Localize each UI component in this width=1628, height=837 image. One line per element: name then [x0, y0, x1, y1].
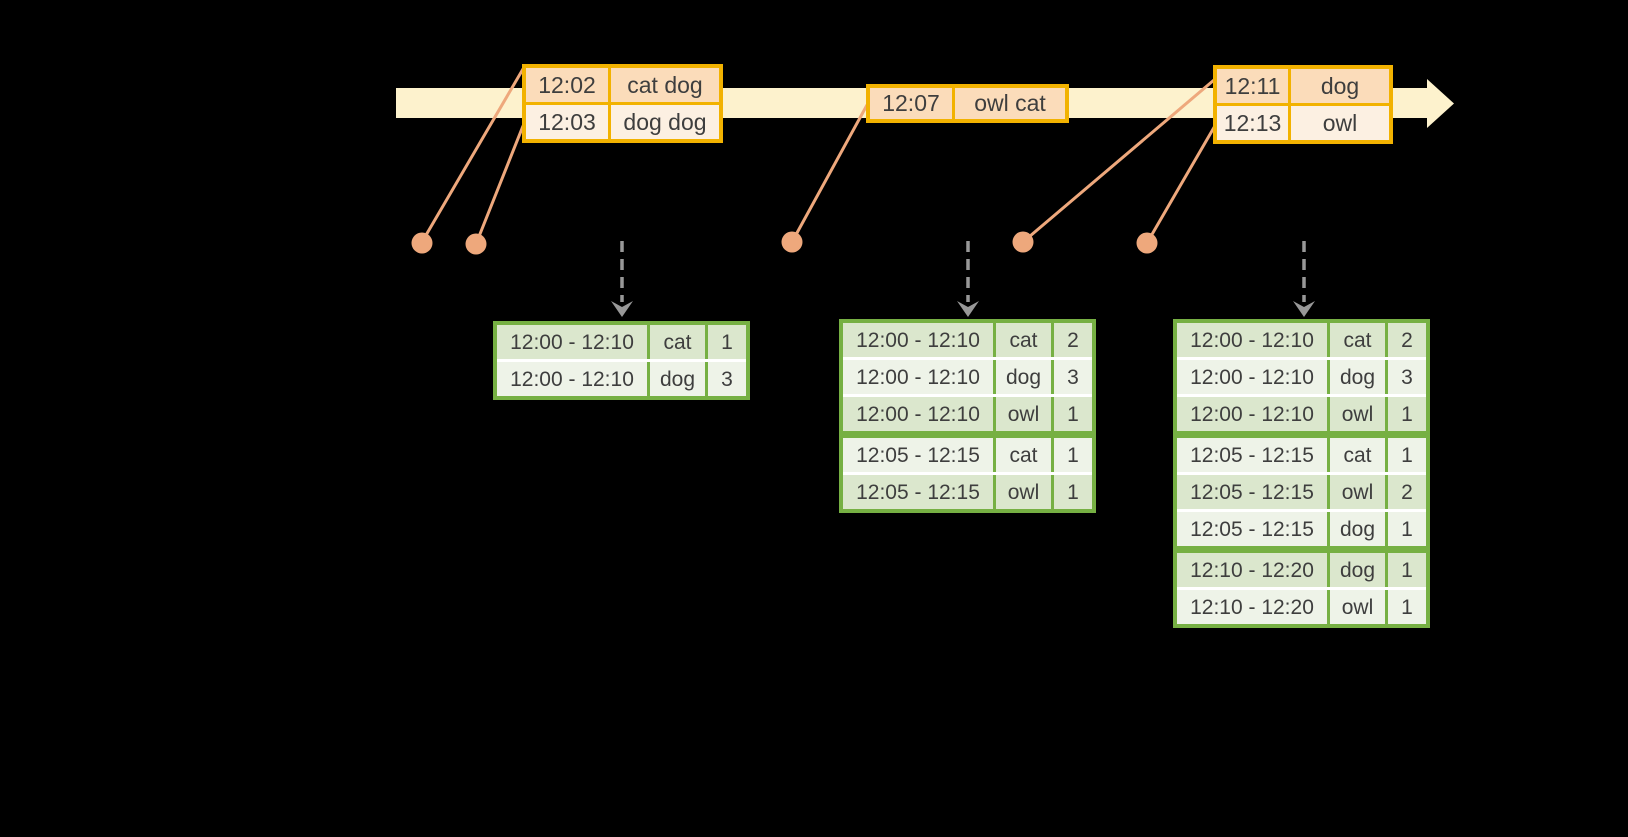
window-cell: 12:00 - 12:10	[1177, 397, 1327, 431]
window-cell: 12:05 - 12:15	[843, 438, 993, 472]
event-words-cell: owl cat	[952, 88, 1065, 119]
result-row: 12:00 - 12:10 cat 1	[497, 325, 746, 359]
word-cell: owl	[1327, 475, 1385, 509]
count-cell: 1	[1385, 438, 1426, 472]
event-words-cell: dog	[1288, 69, 1389, 103]
word-cell: cat	[993, 438, 1051, 472]
result-row: 12:05 - 12:15 cat 1	[1177, 431, 1426, 472]
count-cell: 3	[1385, 360, 1426, 394]
result-row: 12:00 - 12:10 cat 2	[843, 323, 1092, 357]
event-connector-line	[1021, 78, 1216, 244]
count-cell: 1	[1385, 512, 1426, 546]
trigger-arrow-icon	[1293, 241, 1315, 317]
event-words-cell: dog dog	[608, 105, 719, 139]
event-dot	[781, 231, 803, 253]
count-cell: 2	[1051, 323, 1092, 357]
window-cell: 12:00 - 12:10	[843, 397, 993, 431]
window-cell: 12:00 - 12:10	[1177, 323, 1327, 357]
window-cell: 12:10 - 12:20	[1177, 590, 1327, 624]
event-row: 12:03 dog dog	[526, 102, 719, 139]
word-cell: cat	[993, 323, 1051, 357]
result-row: 12:05 - 12:15 cat 1	[843, 431, 1092, 472]
timeline-arrowhead-icon	[1427, 79, 1454, 128]
event-batch-table-1: 12:02 cat dog 12:03 dog dog	[522, 64, 723, 143]
trigger-arrowhead-icon	[1293, 301, 1315, 317]
result-row: 12:00 - 12:10 cat 2	[1177, 323, 1426, 357]
result-row: 12:00 - 12:10 owl 1	[843, 397, 1092, 431]
word-cell: dog	[647, 362, 705, 396]
word-cell: owl	[1327, 590, 1385, 624]
word-cell: dog	[1327, 512, 1385, 546]
event-time-cell: 12:13	[1223, 109, 1282, 136]
trigger-arrowhead-icon	[957, 301, 979, 317]
window-cell: 12:10 - 12:20	[1177, 553, 1327, 587]
result-row: 12:00 - 12:10 owl 1	[1177, 397, 1426, 431]
event-row: 12:11 dog	[1217, 69, 1389, 103]
trigger-arrow-icon	[957, 241, 979, 317]
event-connector-line	[790, 103, 869, 244]
result-row: 12:00 - 12:10 dog 3	[497, 362, 746, 396]
event-dot	[411, 232, 433, 254]
result-row: 12:10 - 12:20 owl 1	[1177, 590, 1426, 624]
result-row: 12:00 - 12:10 dog 3	[843, 360, 1092, 394]
count-cell: 1	[1051, 397, 1092, 431]
count-cell: 3	[1051, 360, 1092, 394]
count-cell: 3	[705, 362, 746, 396]
result-row: 12:10 - 12:20 dog 1	[1177, 546, 1426, 587]
event-time-cell: 12:02	[538, 71, 596, 98]
word-cell: cat	[647, 325, 705, 359]
event-words-cell: owl	[1288, 106, 1389, 140]
result-table-2: 12:00 - 12:10 cat 2 12:00 - 12:10 dog 3 …	[839, 319, 1096, 513]
event-connector-line	[420, 67, 525, 244]
window-cell: 12:05 - 12:15	[843, 475, 993, 509]
trigger-arrow-icon	[611, 241, 633, 317]
count-cell: 2	[1385, 323, 1426, 357]
event-row: 12:13 owl	[1217, 103, 1389, 140]
result-table-1: 12:00 - 12:10 cat 1 12:00 - 12:10 dog 3	[493, 321, 750, 400]
event-time-cell: 12:03	[538, 108, 596, 135]
event-batch-table-3: 12:11 dog 12:13 owl	[1213, 65, 1393, 144]
event-dot	[1136, 232, 1158, 254]
window-cell: 12:00 - 12:10	[843, 360, 993, 394]
window-cell: 12:00 - 12:10	[497, 362, 647, 396]
result-row: 12:05 - 12:15 owl 2	[1177, 475, 1426, 509]
word-cell: dog	[993, 360, 1051, 394]
result-row: 12:05 - 12:15 owl 1	[843, 475, 1092, 509]
count-cell: 1	[1385, 397, 1426, 431]
word-cell: owl	[1327, 397, 1385, 431]
window-cell: 12:05 - 12:15	[1177, 512, 1327, 546]
word-cell: owl	[993, 475, 1051, 509]
count-cell: 1	[705, 325, 746, 359]
window-cell: 12:05 - 12:15	[1177, 438, 1327, 472]
event-time-cell: 12:11	[1224, 72, 1281, 99]
word-cell: cat	[1327, 438, 1385, 472]
result-row: 12:05 - 12:15 dog 1	[1177, 512, 1426, 546]
window-cell: 12:00 - 12:10	[497, 325, 647, 359]
word-cell: owl	[993, 397, 1051, 431]
event-row: 12:02 cat dog	[526, 68, 719, 102]
count-cell: 1	[1385, 590, 1426, 624]
result-table-3: 12:00 - 12:10 cat 2 12:00 - 12:10 dog 3 …	[1173, 319, 1430, 628]
window-cell: 12:00 - 12:10	[843, 323, 993, 357]
event-dot	[465, 233, 487, 255]
window-cell: 12:05 - 12:15	[1177, 475, 1327, 509]
count-cell: 2	[1385, 475, 1426, 509]
word-cell: dog	[1327, 360, 1385, 394]
count-cell: 1	[1385, 553, 1426, 587]
count-cell: 1	[1051, 438, 1092, 472]
count-cell: 1	[1051, 475, 1092, 509]
window-cell: 12:00 - 12:10	[1177, 360, 1327, 394]
event-row: 12:07 owl cat	[870, 88, 1065, 119]
result-row: 12:00 - 12:10 dog 3	[1177, 360, 1426, 394]
trigger-arrowhead-icon	[611, 301, 633, 317]
event-words-cell: cat dog	[608, 68, 719, 102]
event-batch-table-2: 12:07 owl cat	[866, 84, 1069, 123]
event-connector-line	[1145, 122, 1218, 245]
event-time-cell: 12:07	[882, 90, 940, 116]
event-connector-line	[474, 124, 525, 246]
word-cell: dog	[1327, 553, 1385, 587]
word-cell: cat	[1327, 323, 1385, 357]
event-dot	[1012, 231, 1034, 253]
